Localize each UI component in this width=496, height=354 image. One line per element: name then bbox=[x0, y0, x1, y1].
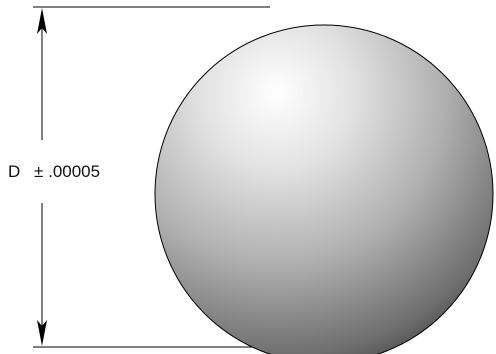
sphere bbox=[154, 24, 494, 354]
plus-minus-symbol: ± bbox=[34, 162, 43, 181]
diameter-symbol: D bbox=[8, 162, 20, 181]
up-arrowhead bbox=[37, 8, 47, 34]
down-arrowhead bbox=[37, 320, 47, 346]
tolerance-value: .00005 bbox=[48, 162, 100, 181]
dimension-label: D ± .00005 bbox=[8, 162, 100, 181]
